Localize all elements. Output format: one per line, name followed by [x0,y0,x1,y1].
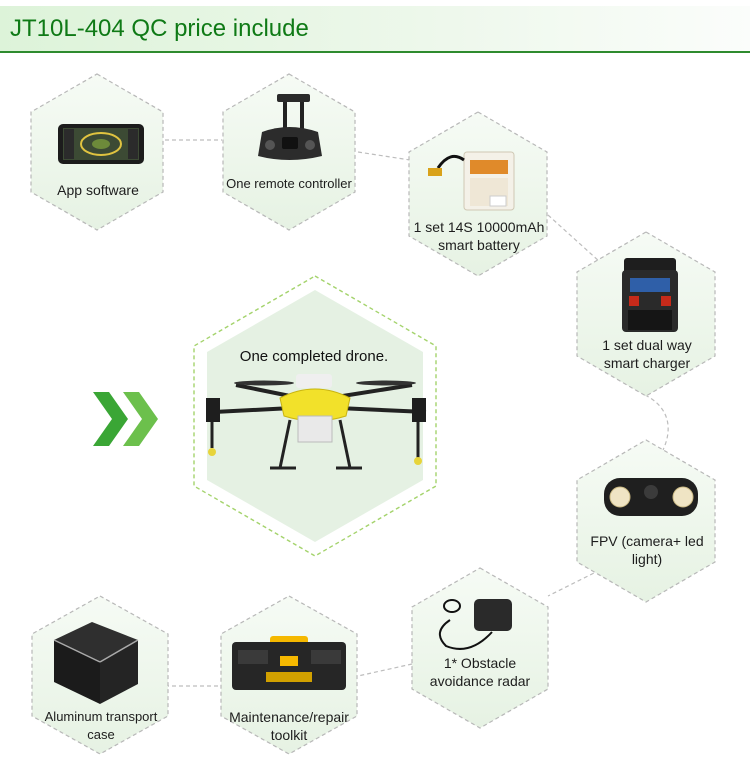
transport-case-image [53,622,139,704]
smart-charger-image [622,258,678,332]
item-label-smart-charger: 1 set dual way smart charger [602,337,692,371]
header-banner: JT10L-404 QC price include [0,6,750,53]
chevron-right-icon [93,392,158,446]
obstacle-radar-image [439,599,512,650]
item-label-smart-battery: 1 set 14S 10000mAh smart battery [413,219,545,253]
hex-obstacle-radar [411,567,549,729]
fpv-camera-image [604,478,698,516]
remote-controller-image [258,94,322,160]
item-label-toolkit: Maintenance/repair toolkit [229,709,349,743]
drone-label: One completed drone. [239,348,389,365]
drone-image [206,374,427,470]
phone-app-image [58,124,144,164]
smart-battery-image [428,151,515,211]
item-label-obstacle-radar: 1* Obstacle avoidance radar [429,655,531,689]
page-title: JT10L-404 QC price include [10,15,309,42]
hex-fpv [576,439,716,603]
item-label-remote-controller: One remote controller [226,176,352,191]
toolkit-image [232,636,346,690]
item-label-app-software: App software [57,182,139,198]
item-label-fpv: FPV (camera+ led light) [590,533,704,567]
item-label-transport-case: Aluminum transport case [44,709,158,742]
